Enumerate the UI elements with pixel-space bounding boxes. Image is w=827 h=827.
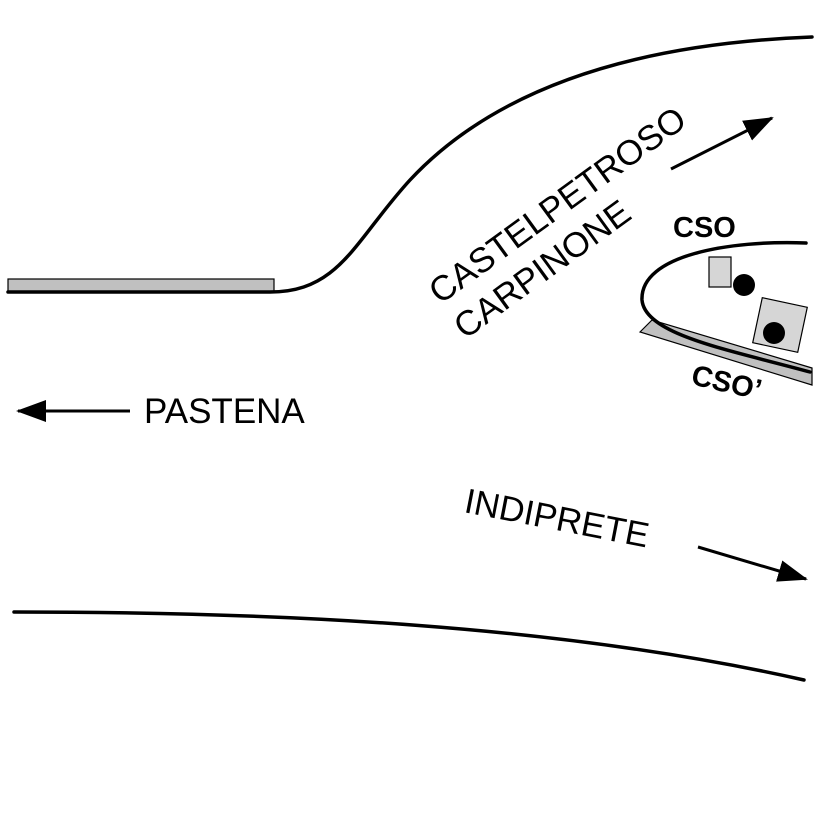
upper-road-curve: [6, 35, 814, 294]
arrow-upper-right-icon: [670, 116, 774, 171]
label-indiprete: INDIPRETE: [461, 482, 652, 556]
label-pastena: PASTENA: [144, 392, 305, 431]
label-cso: CSO: [673, 212, 736, 244]
station-dot-1: [733, 274, 755, 296]
block-small: [708, 256, 732, 288]
fault-plane-left: [7, 278, 275, 293]
lower-road-curve: [12, 610, 806, 682]
arrow-lower-right-icon: [697, 545, 808, 582]
station-dot-2: [763, 322, 785, 344]
cso-lobe-curve: [640, 240, 812, 374]
